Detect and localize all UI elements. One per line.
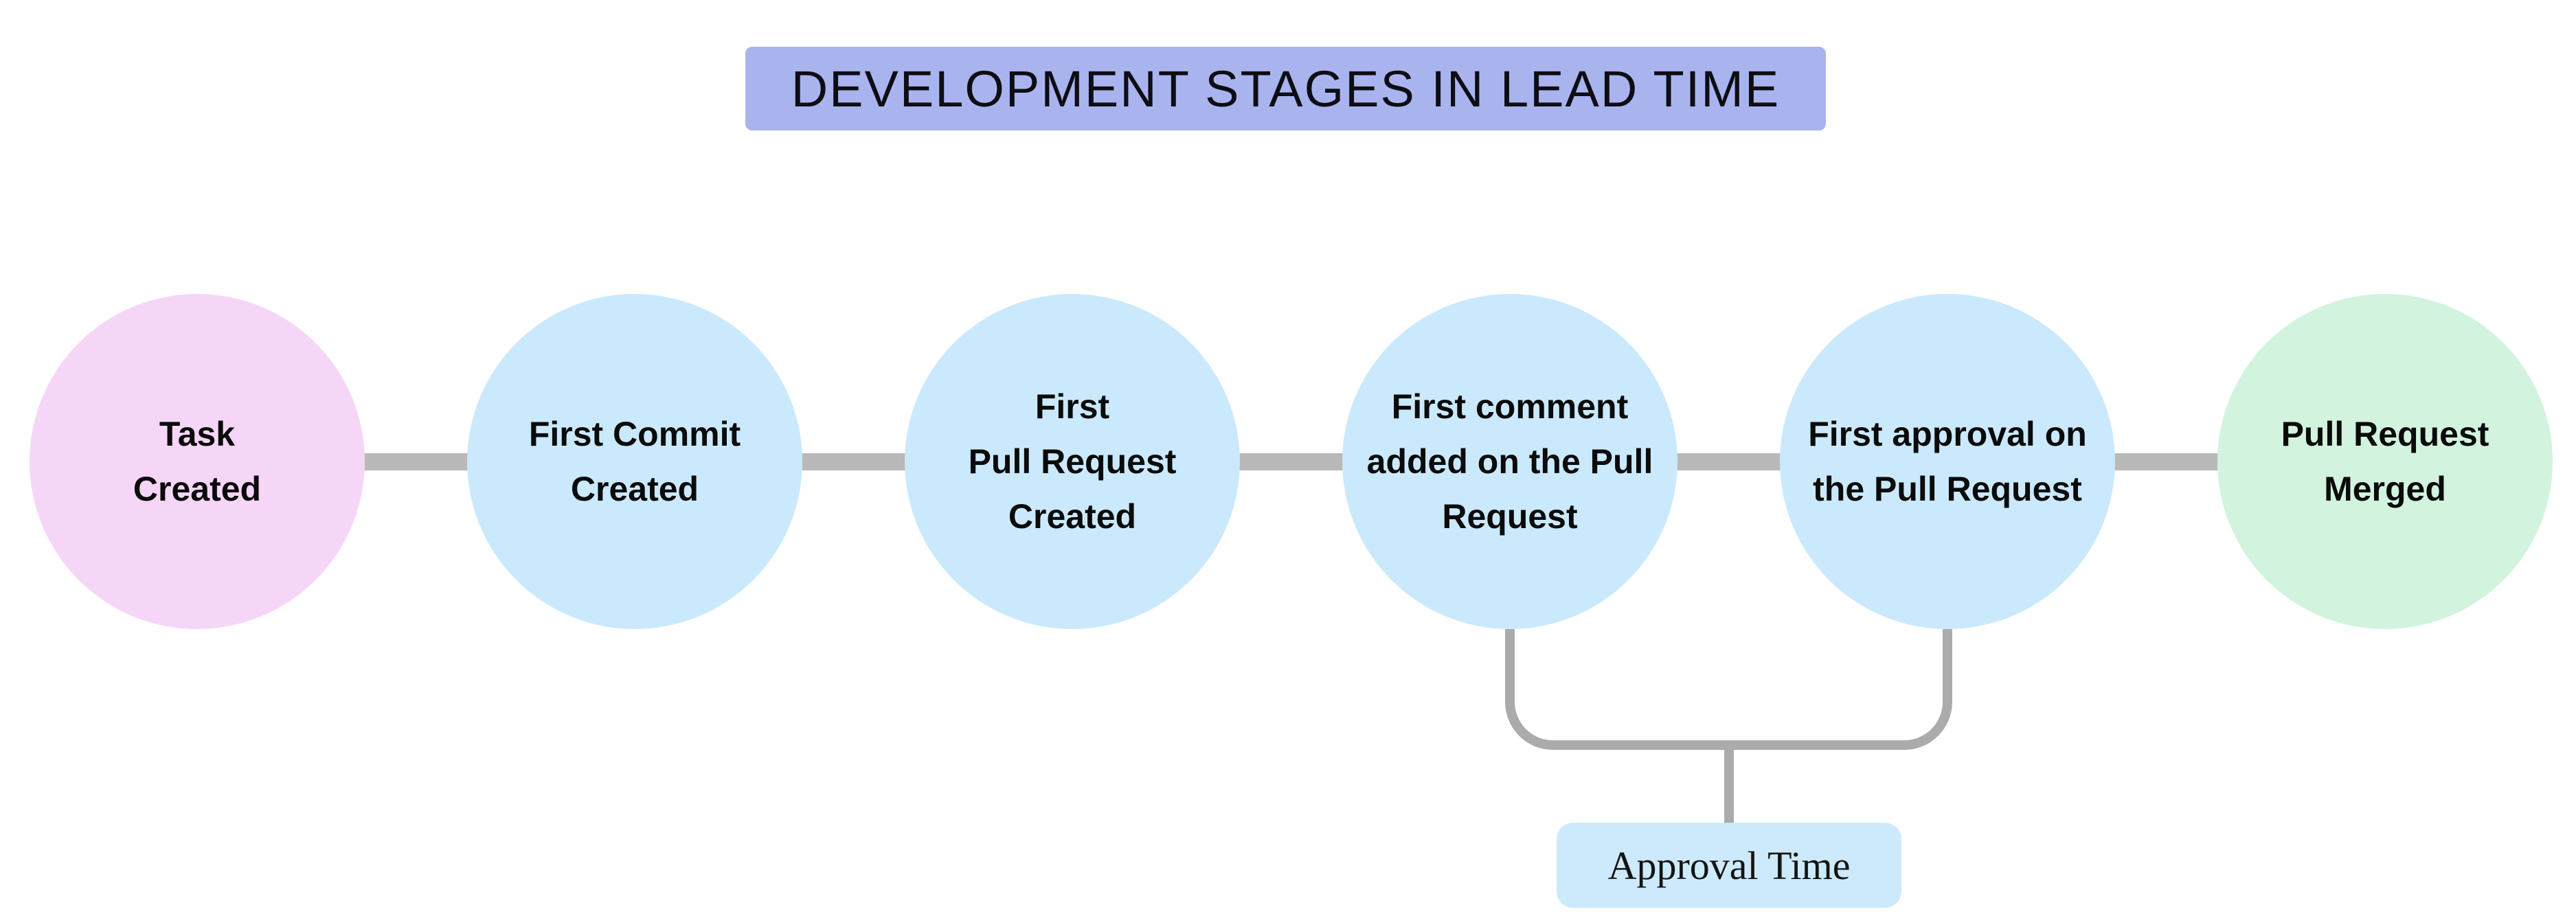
- stage-first-commit-created-label: First Commit Created: [528, 415, 741, 508]
- stage-first-approval-label: First approval on the Pull Request: [1808, 415, 2087, 508]
- approval-time-bracket: [1505, 629, 1952, 750]
- stage-task-created: Task Created: [30, 294, 365, 629]
- stage-first-pull-request-created-label: First Pull Request Created: [968, 387, 1177, 536]
- stage-pull-request-merged: Pull Request Merged: [2217, 294, 2553, 629]
- diagram-title: DEVELOPMENT STAGES IN LEAD TIME: [745, 47, 1826, 130]
- stage-first-comment-added-label: First comment added on the Pull Request: [1366, 387, 1653, 536]
- stage-first-approval: First approval on the Pull Request: [1780, 294, 2115, 629]
- stage-task-created-label: Task Created: [133, 415, 262, 508]
- approval-time-label: Approval Time: [1607, 843, 1851, 888]
- stage-first-comment-added: First comment added on the Pull Request: [1342, 294, 1677, 629]
- stage-first-pull-request-created: First Pull Request Created: [905, 294, 1240, 629]
- approval-time-box: Approval Time: [1557, 823, 1901, 908]
- stage-pull-request-merged-label: Pull Request Merged: [2281, 415, 2489, 508]
- stage-first-commit-created: First Commit Created: [467, 294, 802, 629]
- approval-time-bracket-stem: [1724, 750, 1734, 823]
